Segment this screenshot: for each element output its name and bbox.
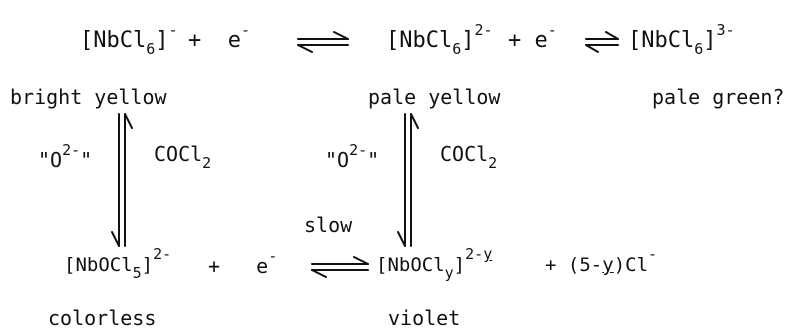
equilibrium-arrow-bottom xyxy=(311,256,369,278)
formula-bracket: ] xyxy=(703,28,717,53)
formula-charge: 3- xyxy=(716,21,735,39)
oxide-charge: 2- xyxy=(349,141,368,159)
formula-base: [NbCl xyxy=(386,28,453,53)
color-label-pale-green: pale green? xyxy=(652,85,785,109)
plus-electron-bottom: + e- xyxy=(208,249,277,278)
coefficient-var: y xyxy=(602,254,614,276)
formula-subscript: y xyxy=(444,264,454,282)
equilibrium-arrow-right-vertical xyxy=(397,113,419,247)
oxide-charge: 2- xyxy=(62,141,81,159)
formula-bracket: ] xyxy=(461,28,475,53)
formula-subscript: 6 xyxy=(694,40,704,58)
formula-subscript: 5 xyxy=(132,264,142,282)
electron-charge: - xyxy=(241,21,251,39)
equilibrium-arrow-top-1 xyxy=(297,31,349,53)
oxide-quote: " xyxy=(367,148,380,172)
formula-charge: 2-y xyxy=(465,245,492,263)
species-nboocl5-2minus: [NbOCl5]2- xyxy=(64,247,171,281)
chloride-charge: - xyxy=(648,245,658,263)
plus-sign: + xyxy=(188,28,202,53)
phosgene-subscript: 2 xyxy=(488,154,498,172)
plus-sign: + xyxy=(545,254,557,276)
electron: e xyxy=(256,254,269,278)
phosgene-base: COCl xyxy=(154,142,203,166)
color-label-bright-yellow: bright yellow xyxy=(10,85,167,109)
formula-base: [NbOCl xyxy=(64,254,133,276)
slow-label: slow xyxy=(304,213,353,237)
phosgene-label-right: COCl2 xyxy=(440,142,497,171)
oxide-text: "O xyxy=(38,148,63,172)
formula-charge-b: y xyxy=(483,245,493,263)
electron: e xyxy=(534,28,548,53)
chloride-term: + (5-y)Cl- xyxy=(545,247,657,276)
phosgene-label-left: COCl2 xyxy=(154,142,211,171)
formula-bracket: ] xyxy=(453,254,466,276)
plus-electron-1: + e- xyxy=(188,23,250,53)
formula-bracket: ] xyxy=(141,254,154,276)
electron-charge: - xyxy=(268,247,278,265)
formula-base: [NbCl xyxy=(80,28,147,53)
electron: e xyxy=(227,28,241,53)
plus-electron-2: + e- xyxy=(508,23,557,53)
formula-base: [NbOCl xyxy=(376,254,445,276)
formula-bracket: ] xyxy=(155,28,169,53)
formula-charge: 2- xyxy=(153,245,172,263)
oxide-label-left: "O2-" xyxy=(38,143,93,172)
oxide-quote: " xyxy=(80,148,93,172)
formula-charge: 2- xyxy=(474,21,493,39)
formula-charge: - xyxy=(168,21,178,39)
coefficient-close: )Cl xyxy=(613,254,649,276)
species-nbcl6-3minus: [NbCl6]3- xyxy=(628,23,735,57)
formula-charge-a: 2- xyxy=(465,245,484,263)
phosgene-subscript: 2 xyxy=(202,154,212,172)
plus-sign: + xyxy=(208,254,221,278)
equilibrium-arrow-top-2 xyxy=(585,31,619,53)
coefficient-open: (5- xyxy=(567,254,603,276)
formula-base: [NbCl xyxy=(628,28,695,53)
species-nbcl6-2minus: [NbCl6]2- xyxy=(386,23,493,57)
color-label-pale-yellow: pale yellow xyxy=(368,85,501,109)
species-nbcl6-minus: [NbCl6]- xyxy=(80,23,178,57)
electron-charge: - xyxy=(547,21,557,39)
species-nboocly: [NbOCly]2-y xyxy=(376,247,492,281)
oxide-label-right: "O2-" xyxy=(325,143,380,172)
oxide-text: "O xyxy=(325,148,350,172)
plus-sign: + xyxy=(508,28,522,53)
equilibrium-arrow-left-vertical xyxy=(111,113,133,247)
phosgene-base: COCl xyxy=(440,142,489,166)
color-label-colorless: colorless xyxy=(48,306,157,330)
formula-subscript: 6 xyxy=(146,40,156,58)
color-label-violet: violet xyxy=(388,306,461,330)
formula-subscript: 6 xyxy=(452,40,462,58)
